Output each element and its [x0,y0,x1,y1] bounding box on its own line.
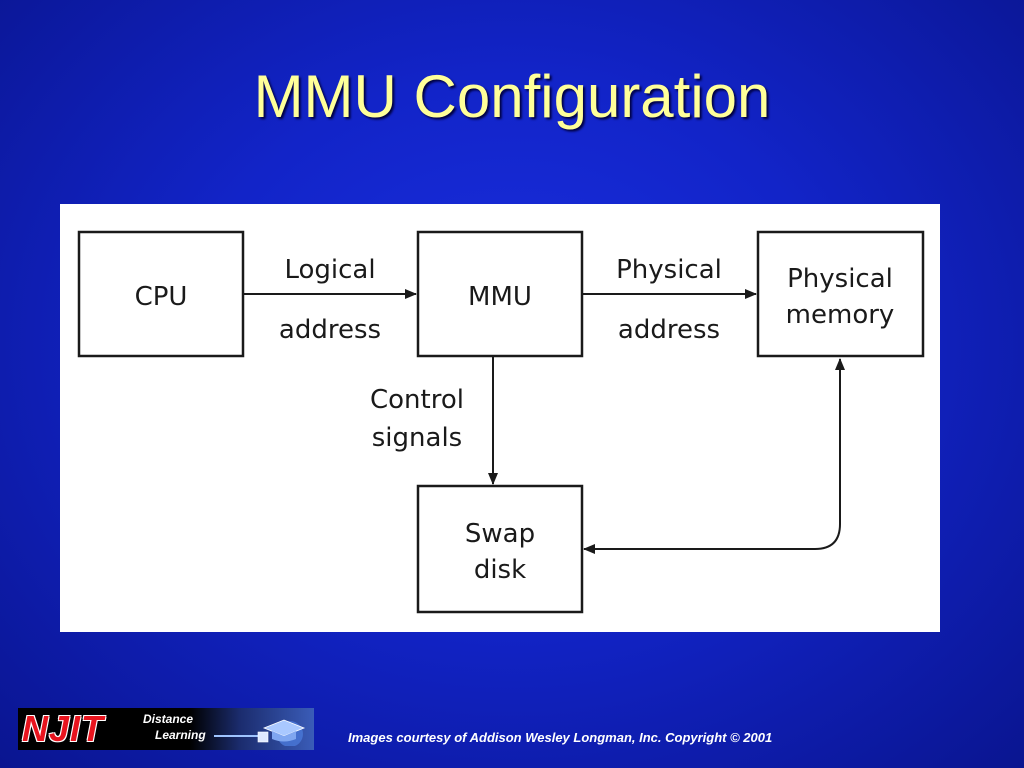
diagram-panel: CPU MMU Physical memory Swap disk Logica… [60,204,940,632]
logical-address-label-line2: address [279,315,381,345]
graduation-cap-icon [257,719,306,746]
swap-disk-box: Swap disk [416,484,584,614]
logical-address-label-line1: Logical [284,255,375,285]
physical-address-label-line2: address [618,315,720,345]
swap-disk-label-line2: disk [474,555,526,585]
logo-rule [214,735,262,737]
cpu-to-mmu-arrow: Logical address [243,255,417,345]
image-credit: Images courtesy of Addison Wesley Longma… [348,730,773,745]
logo-line2: Learning [155,728,206,742]
mmu-box: MMU [416,230,584,358]
cpu-label: CPU [135,282,188,312]
njit-distance-learning-logo: NJIT Distance Learning [18,708,314,750]
physical-memory-label-line1: Physical [787,264,893,294]
control-signals-label-line2: signals [372,423,462,453]
mmu-label: MMU [468,282,532,312]
logo-njit-text: NJIT [22,708,105,749]
disk-memory-arrow [583,358,845,554]
mmu-to-disk-arrow: Control signals [370,356,498,485]
cpu-box: CPU [77,230,245,358]
mmu-to-memory-arrow: Physical address [582,255,757,345]
diagram-svg: CPU MMU Physical memory Swap disk Logica… [77,230,925,614]
control-signals-label-line1: Control [370,385,464,415]
slide-title: MMU Configuration [253,63,771,130]
physical-memory-label-line2: memory [786,300,895,330]
swap-disk-label-line1: Swap [465,519,535,549]
physical-memory-box: Physical memory [756,230,925,358]
physical-address-label-line1: Physical [616,255,722,285]
logo-line1: Distance [143,712,194,726]
